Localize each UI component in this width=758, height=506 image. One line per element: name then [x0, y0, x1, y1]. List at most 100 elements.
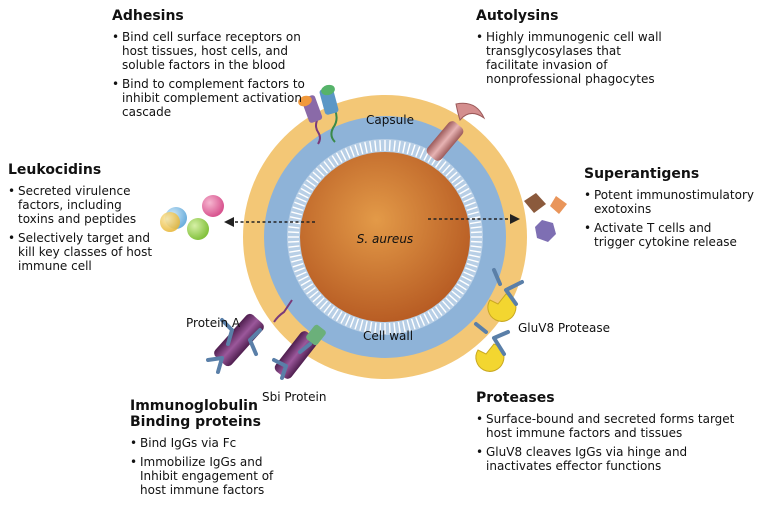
lipid-tick — [289, 216, 302, 220]
lipid-tick — [335, 152, 343, 163]
autolysins-title: Autolysins — [476, 8, 559, 24]
lipid-tick — [393, 140, 396, 152]
lipid-tick — [288, 231, 300, 234]
lipid-tick — [354, 318, 360, 330]
lipid-tick — [442, 300, 451, 310]
lipid-tick — [434, 158, 443, 168]
lipid-tick — [379, 322, 382, 334]
lipid-tick — [461, 192, 472, 199]
lipid-tick — [406, 143, 411, 155]
lipid-tick — [402, 320, 406, 333]
organism-label: S. aureus — [357, 232, 413, 246]
leukocidins-bullet: Selectively target and kill key classes … — [8, 231, 160, 273]
adhesins-bullet: Bind cell surface receptors on host tiss… — [112, 30, 312, 72]
lipid-tick — [468, 254, 481, 258]
leukocidin-arrowhead — [224, 217, 234, 227]
lipid-tick — [319, 164, 328, 174]
lipid-tick — [470, 245, 482, 248]
adhesins-title: Adhesins — [112, 8, 184, 24]
sbi-protein-label: Sbi Protein — [262, 390, 327, 404]
lipid-tick — [344, 315, 351, 326]
protein-a — [206, 299, 293, 374]
lipid-tick — [434, 306, 443, 316]
lipid-tick — [359, 319, 364, 331]
lipid-tick — [300, 187, 311, 195]
lipid-tick — [465, 267, 476, 273]
lipid-tick — [292, 206, 304, 212]
lipid-tick — [456, 183, 467, 191]
lipid-tick — [292, 262, 304, 268]
lipid-tick — [331, 155, 339, 166]
lipid-tick — [410, 318, 416, 330]
autolysins-block: Autolysins Highly immunogenic cell wall … — [476, 8, 676, 91]
lipid-tick — [364, 141, 368, 154]
lipid-tick — [469, 221, 481, 225]
lipid-tick — [306, 179, 316, 188]
lipid-tick — [309, 290, 319, 299]
lipid-tick — [323, 161, 332, 171]
lipid-tick — [289, 254, 302, 258]
superantigen-arrowhead — [510, 214, 520, 224]
lipid-tick — [459, 279, 470, 287]
adhesins-bullet: Bind to complement factors to inhibit co… — [112, 77, 312, 119]
proteases-list: Surface-bound and secreted forms target … — [476, 412, 736, 473]
lipid-tick — [349, 146, 355, 157]
lipid-tick — [463, 196, 474, 203]
immunoglobulin-block: Immunoglobulin Binding proteins Bind IgG… — [130, 398, 300, 502]
immunoglobulin-title: Immunoglobulin Binding proteins — [130, 398, 300, 430]
lipid-tick — [349, 317, 355, 328]
immunoglobulin-bullet: Bind IgGs via Fc — [130, 436, 300, 450]
superantigens-bullet: Potent immunostimulatory exotoxins — [584, 188, 754, 216]
lipid-tick — [291, 258, 303, 263]
lipid-tick — [309, 175, 319, 184]
lipid-tick — [312, 171, 322, 180]
proteases-block: Proteases Surface-bound and secreted for… — [476, 390, 736, 478]
lipid-tick — [445, 297, 455, 307]
lipid-tick — [359, 143, 364, 155]
lipid-tick — [397, 321, 401, 333]
superantigen-molecules — [524, 193, 567, 242]
sbi-protein — [272, 324, 326, 380]
lipid-tick — [388, 322, 391, 334]
lipid-tick — [438, 161, 447, 171]
lipid-tick — [327, 158, 336, 168]
cell-membrane-lipids — [288, 140, 482, 334]
leukocidins-block: Leukocidins Secreted virulence factors, … — [8, 162, 160, 278]
lipid-tick — [300, 279, 311, 287]
lipid-tick — [467, 211, 479, 216]
proteases-title: Proteases — [476, 390, 555, 406]
protein-a-label: Protein A — [186, 316, 241, 330]
lipid-tick — [303, 283, 314, 291]
lipid-tick — [364, 320, 368, 333]
gluv8-protease-label: GluV8 Protease — [518, 321, 611, 335]
lipid-tick — [291, 211, 303, 216]
lipid-tick — [451, 290, 461, 299]
lipid-tick — [294, 267, 305, 273]
capsule-label: Capsule — [366, 113, 414, 127]
lipid-tick — [393, 322, 396, 334]
lipid-tick — [344, 148, 351, 159]
lipid-tick — [467, 258, 479, 263]
adhesins-list: Bind cell surface receptors on host tiss… — [112, 30, 312, 119]
adhesins-block: Adhesins Bind cell surface receptors on … — [112, 8, 312, 124]
superantigens-list: Potent immunostimulatory exotoxins Activ… — [584, 188, 754, 249]
lipid-tick — [470, 226, 482, 229]
immunoglobulin-title-line1: Immunoglobulin — [130, 398, 258, 414]
lipid-tick — [388, 140, 391, 152]
lipid-tick — [379, 140, 382, 152]
lipid-tick — [448, 294, 458, 303]
lipid-tick — [442, 164, 451, 174]
immunoglobulin-title-line2: Binding proteins — [130, 414, 261, 430]
lipid-tick — [315, 297, 325, 307]
lipid-tick — [465, 201, 476, 207]
lipid-tick — [369, 321, 373, 333]
lipid-tick — [294, 201, 305, 207]
lipid-tick — [451, 175, 461, 184]
cytoplasm — [300, 152, 470, 322]
cell-wall-label: Cell wall — [363, 329, 413, 343]
superantigens-title: Superantigens — [584, 166, 700, 182]
lipid-tick — [469, 249, 481, 253]
lipid-tick — [374, 322, 377, 334]
autolysins-list: Highly immunogenic cell wall transglycos… — [476, 30, 676, 86]
